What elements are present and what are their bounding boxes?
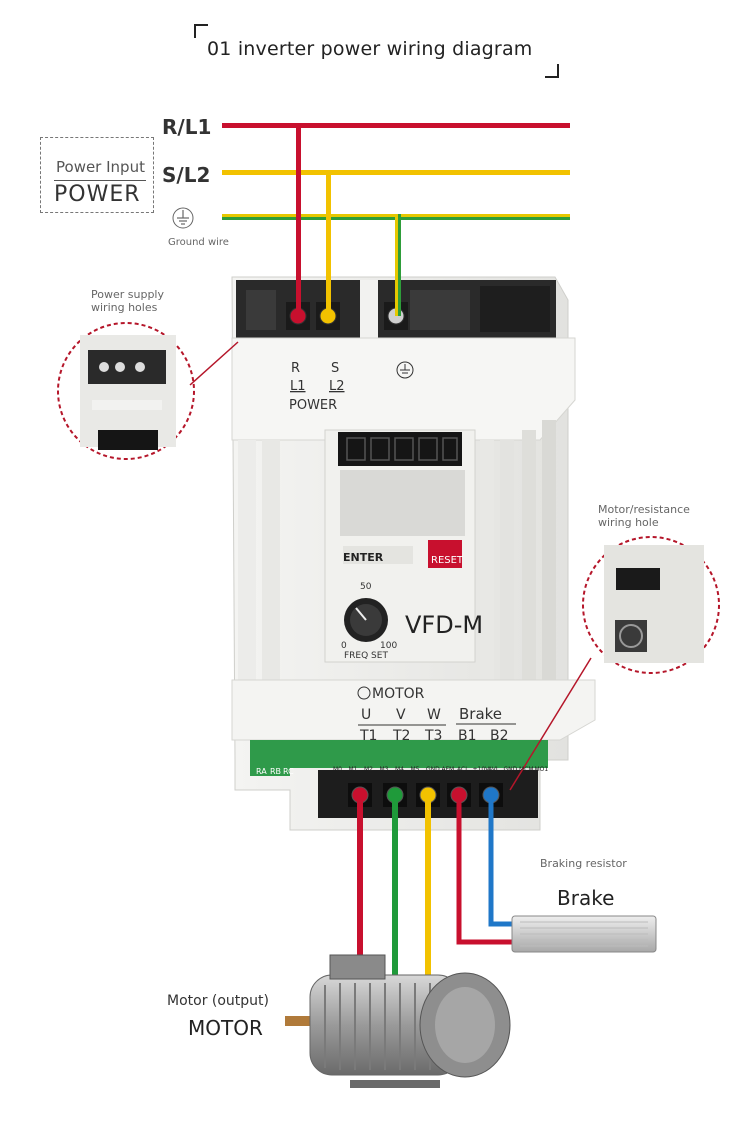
control-terminal-label: GND (504, 766, 518, 773)
knob-mid-label: 50 (360, 582, 372, 592)
diagram-title: 01 inverter power wiring diagram (207, 38, 533, 60)
control-terminal-label: M5 (411, 766, 420, 773)
braking-resistor (511, 915, 657, 953)
control-terminal-label: AFM (442, 766, 455, 773)
device-labels: R L1 S L2 POWER ENTER RESET 50 0 100 FRE… (256, 361, 516, 776)
device-ground-icon (396, 361, 414, 379)
control-terminal-label: M4 (395, 766, 404, 773)
control-terminal-label: AVI (488, 766, 498, 773)
b1-wire (456, 795, 515, 945)
terminal-w-label: W (427, 707, 441, 723)
terminal-l2-label: L2 (329, 379, 345, 394)
control-terminal-label: M1 (349, 766, 358, 773)
braking-resistor-label: Braking resistor (540, 857, 627, 870)
terminal-t1-label: T1 (359, 728, 377, 744)
input-drop-wires (296, 123, 401, 316)
brake-group-label: Brake (459, 705, 502, 723)
control-terminal-label: MO1 (535, 766, 549, 773)
control-terminal-label: M3 (380, 766, 389, 773)
reset-button-label: RESET (431, 555, 464, 566)
line-label-l1: R/L1 (162, 115, 212, 139)
ground-icon (172, 207, 194, 229)
motor-output-label: Motor (output) (167, 993, 270, 1009)
power-holes-label-line: Power supply wiring holes (91, 288, 164, 314)
b2-wire (488, 795, 515, 927)
power-divider (54, 180, 146, 181)
callout-motor-holes (509, 536, 720, 791)
motor (285, 954, 511, 1088)
l2-supply-wire (222, 170, 570, 175)
reset-button-body (428, 540, 462, 568)
terminal-r-label: R (291, 361, 300, 376)
motor-terminal-box (329, 954, 386, 980)
motor-label: MOTOR (188, 1016, 263, 1040)
relay-label-rb: RB (270, 767, 281, 776)
terminal-t3-label: T3 (424, 728, 442, 744)
ground-drop-yellow (395, 214, 398, 316)
power-label: POWER (54, 182, 141, 207)
brake-label: Brake (557, 886, 615, 910)
control-terminal-label: GND (426, 766, 440, 773)
output-motor-group-label: MOTOR (372, 686, 425, 702)
input-power-group-label: POWER (289, 398, 337, 413)
terminal-s-label: S (331, 361, 339, 376)
callout-power-holes (57, 322, 239, 460)
relay-label-ra: RA (256, 767, 267, 776)
control-terminal-label: ACI (457, 766, 467, 773)
power-holes-callout-label: Power supply wiring holes (91, 288, 181, 314)
terminal-b2-label: B2 (490, 728, 509, 744)
control-terminal-label: +10V (473, 766, 491, 773)
terminal-l1-label: L1 (290, 379, 306, 394)
l1-drop-wire (296, 123, 301, 316)
enter-button-label: ENTER (343, 551, 384, 564)
terminal-b1-label: B1 (458, 728, 477, 744)
control-terminal-label: M2 (364, 766, 373, 773)
model-label: VFD-M (405, 611, 483, 639)
inverter-device (231, 276, 596, 831)
terminal-u-label: U (361, 707, 371, 723)
control-terminal-label: M0 (333, 766, 342, 773)
ground-drop-green (398, 214, 401, 316)
knob-min-label: 0 (341, 641, 347, 651)
l1-supply-wire (222, 123, 570, 128)
v-wire (392, 795, 398, 975)
title-corner-top-left (194, 24, 208, 38)
knob-name-label: FREQ SET (344, 651, 388, 661)
title-corner-bottom-right (545, 64, 559, 78)
control-terminal-strip (250, 740, 548, 768)
relay-label-rc: RC (283, 767, 294, 776)
motor-holes-label-line: Motor/resistance wiring hole (598, 503, 690, 529)
control-terminal-label: MCM (519, 766, 534, 773)
u-wire (357, 795, 363, 970)
terminal-v-label: V (396, 707, 406, 723)
freq-knob (344, 598, 388, 642)
line-label-l2: S/L2 (162, 163, 211, 187)
power-input-label: Power Input (56, 158, 145, 176)
supply-lines (222, 123, 570, 220)
knob-max-label: 100 (380, 641, 397, 651)
terminal-t2-label: T2 (392, 728, 410, 744)
ground-wire-label: Ground wire (168, 237, 229, 248)
w-wire (425, 795, 431, 975)
output-wires (357, 795, 515, 975)
motor-holes-callout-label: Motor/resistance wiring hole (598, 503, 718, 529)
l2-drop-wire (326, 170, 331, 316)
power-input-box (40, 137, 154, 213)
